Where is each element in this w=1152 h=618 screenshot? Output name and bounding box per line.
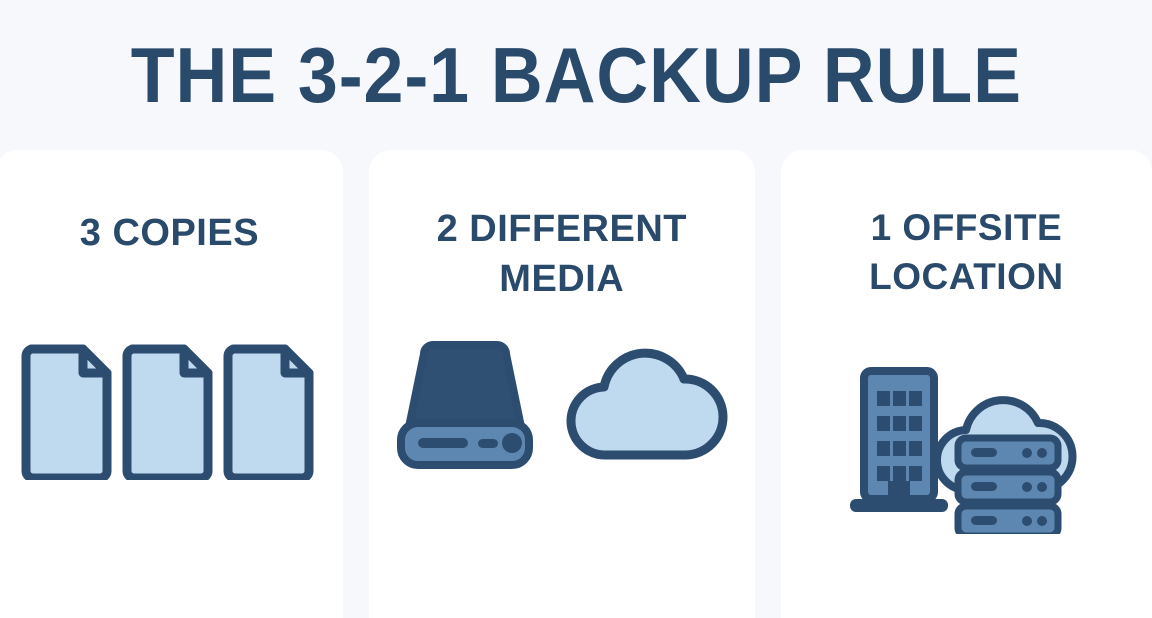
cloud-server-icon (928, 386, 1088, 534)
card-media-heading-line-2: MEDIA (499, 258, 625, 301)
office-building-icon (844, 363, 954, 515)
document-icon (223, 340, 317, 480)
card-copies[interactable]: 3 COPIES (0, 150, 343, 618)
card-copies-heading: 3 COPIES (0, 208, 343, 258)
cards-row: 3 COPIES (0, 150, 1152, 618)
card-offsite-heading-line-1: 1 OFFSITE (870, 207, 1063, 248)
card-offsite-heading: 1 OFFSITE LOCATION (781, 204, 1152, 302)
card-media[interactable]: 2 DIFFERENT MEDIA (368, 150, 755, 618)
external-hard-drive-icon (390, 340, 540, 472)
card-offsite-heading-line-2: LOCATION (869, 255, 1064, 297)
page-title: THE 3-2-1 BACKUP RULE (130, 31, 1022, 119)
document-icon-group (21, 340, 317, 480)
card-media-icon-area (369, 340, 755, 618)
offsite-icon-group (844, 340, 1088, 534)
media-icon-group (390, 340, 730, 472)
card-offsite[interactable]: 1 OFFSITE LOCATION (780, 150, 1152, 618)
card-offsite-icon-area (781, 340, 1152, 618)
cloud-icon (562, 345, 730, 467)
card-copies-heading-line-1: 3 COPIES (79, 212, 260, 254)
title-bar: THE 3-2-1 BACKUP RULE (0, 0, 1152, 150)
document-icon (122, 340, 216, 480)
card-media-heading: 2 DIFFERENT MEDIA (369, 204, 755, 304)
document-icon (21, 340, 115, 480)
card-copies-icon-area (0, 340, 343, 618)
card-media-heading-line-1: 2 DIFFERENT (436, 208, 687, 250)
